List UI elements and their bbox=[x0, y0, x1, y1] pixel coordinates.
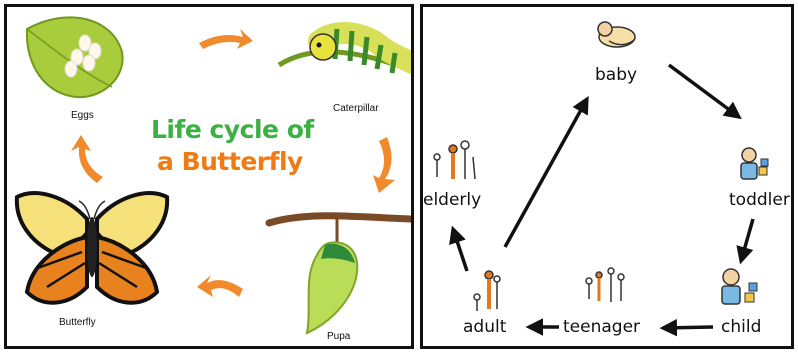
egg-leaf-icon bbox=[27, 17, 123, 97]
caterpillar-icon bbox=[279, 29, 411, 73]
diagram-title-line1: Life cycle of bbox=[151, 115, 314, 145]
butterfly-icon bbox=[17, 193, 167, 303]
human-life-cycle-graphics bbox=[423, 7, 791, 346]
stage-label-butterfly: Butterfly bbox=[59, 317, 96, 328]
diagram-title-line2: a Butterfly bbox=[157, 147, 303, 177]
arrow-butterfly-to-eggs bbox=[71, 135, 103, 183]
elderly-group-icon bbox=[434, 141, 475, 179]
arrow-baby-to-toddler bbox=[669, 65, 739, 117]
stage-label-baby: baby bbox=[595, 65, 637, 85]
toddler-icon bbox=[741, 148, 768, 179]
stage-label-pupa: Pupa bbox=[327, 331, 350, 342]
arrow-toddler-to-child bbox=[741, 219, 753, 261]
baby-icon bbox=[598, 22, 635, 47]
stage-label-child: child bbox=[721, 317, 761, 337]
arrow-adult-to-baby bbox=[505, 99, 587, 247]
butterfly-life-cycle-panel: Life cycle of a Butterfly Eggs Caterpill… bbox=[4, 4, 414, 349]
pupa-icon bbox=[269, 216, 411, 333]
stage-label-toddler: toddler bbox=[729, 190, 790, 210]
stage-label-caterpillar: Caterpillar bbox=[333, 103, 379, 114]
teenager-group-icon bbox=[586, 268, 624, 302]
stage-label-teenager: teenager bbox=[563, 317, 640, 337]
stage-label-eggs: Eggs bbox=[71, 110, 94, 121]
human-life-cycle-panel: baby toddler child teenager adult elderl… bbox=[420, 4, 794, 349]
child-icon bbox=[722, 269, 757, 304]
stage-label-adult: adult bbox=[463, 317, 506, 337]
arrow-adult-to-elderly bbox=[453, 229, 467, 271]
arrow-eggs-to-caterpillar bbox=[199, 29, 253, 49]
arrow-pupa-to-butterfly bbox=[197, 275, 243, 297]
arrow-child-to-teenager bbox=[663, 327, 713, 328]
arrow-caterpillar-to-pupa bbox=[373, 137, 395, 193]
stage-label-elderly: elderly bbox=[423, 190, 481, 210]
adult-group-icon bbox=[474, 271, 500, 311]
